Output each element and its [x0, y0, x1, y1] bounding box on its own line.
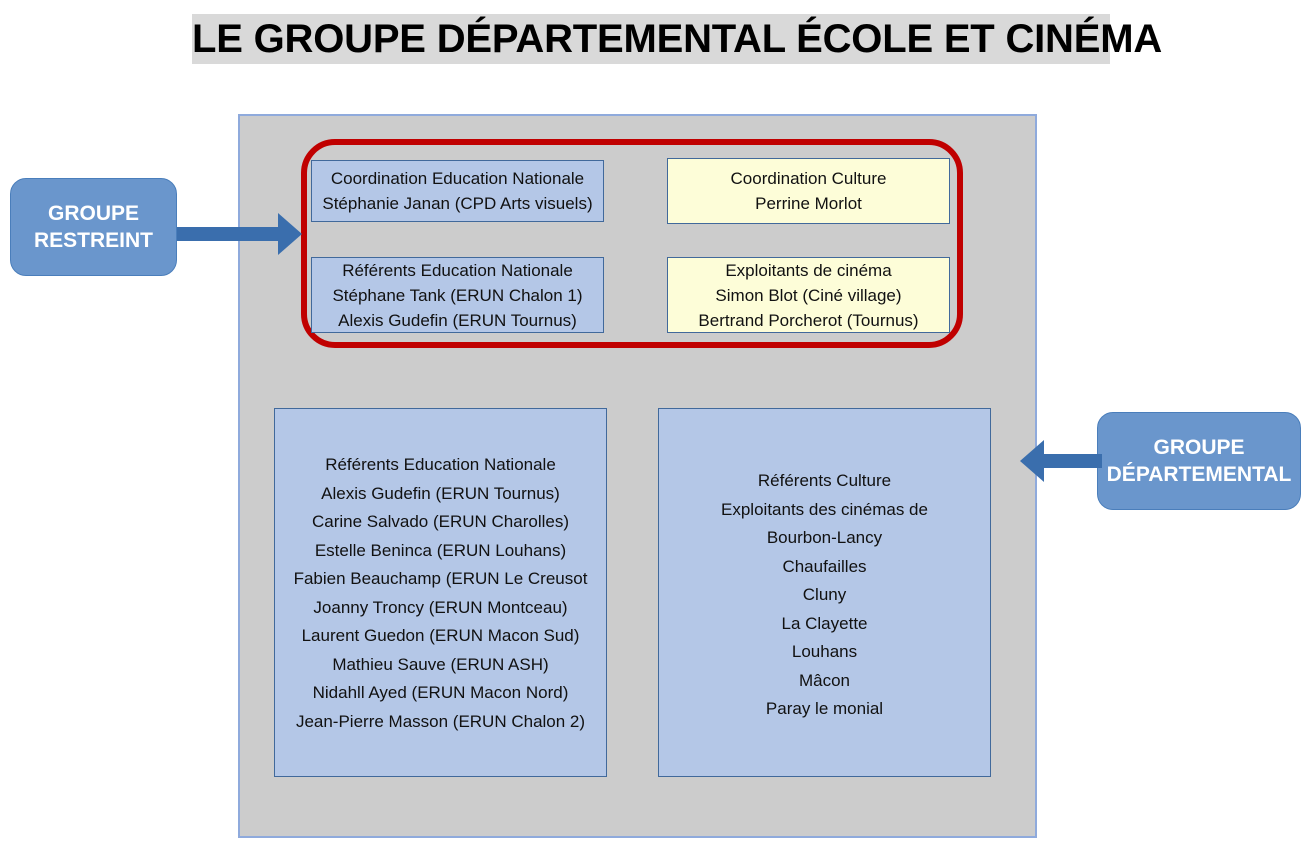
box-line: Alexis Gudefin (ERUN Tournus)	[338, 310, 577, 330]
box-line: Stéphanie Janan (CPD Arts visuels)	[322, 194, 593, 213]
list-item: Bourbon-Lancy	[766, 528, 883, 547]
callout-line: RESTREINT	[33, 229, 153, 252]
list-item: Estelle Beninca (ERUN Louhans)	[314, 540, 567, 560]
arrow-left-head-icon	[1020, 440, 1044, 482]
box-line: Perrine Morlot	[755, 194, 862, 213]
list-item: Alexis Gudefin (ERUN Tournus)	[321, 483, 560, 503]
list-item: Fabien Beauchamp (ERUN Le Creusot	[293, 569, 588, 588]
callout-groupe-departemental: GROUPE DÉPARTEMENTAL	[1097, 412, 1301, 510]
callout-line: GROUPE	[47, 202, 139, 225]
box-line: Référents Education Nationale	[342, 260, 573, 280]
arrow-right-head-icon	[278, 213, 302, 255]
box-line: Bertrand Porcherot (Tournus)	[698, 310, 919, 330]
box-line: Simon Blot (Ciné village)	[715, 285, 902, 305]
callout-groupe-restreint: GROUPE RESTREINT	[10, 178, 177, 276]
arrow-left-icon	[1042, 454, 1102, 468]
list-item: Cluny	[802, 585, 847, 604]
list-item: Référents Culture	[757, 471, 892, 490]
list-item: Référents Education Nationale	[325, 455, 556, 474]
list-item: Joanny Troncy (ERUN Montceau)	[313, 597, 568, 617]
box-coordination-culture: Coordination Culture Perrine Morlot	[667, 158, 950, 224]
page-title: LE GROUPE DÉPARTEMENTAL ÉCOLE ET CINÉMA	[192, 14, 1162, 64]
callout-line: GROUPE	[1153, 436, 1245, 459]
box-coordination-education-nationale: Coordination Education Nationale Stéphan…	[311, 160, 604, 222]
list-item: Exploitants des cinémas de	[721, 499, 928, 519]
box-line: Coordination Culture	[730, 169, 887, 188]
box-exploitants-de-cinema: Exploitants de cinéma Simon Blot (Ciné v…	[667, 257, 950, 333]
list-item: Paray le monial	[765, 699, 884, 718]
list-item: Mâcon	[798, 670, 851, 690]
box-line: Stéphane Tank (ERUN Chalon 1)	[332, 285, 583, 305]
arrow-right-icon	[177, 227, 284, 241]
box-referents-education-nationale-restreint: Référents Education Nationale Stéphane T…	[311, 257, 604, 333]
box-referents-culture: Référents Culture Exploitants des cinéma…	[658, 408, 991, 777]
list-item: Mathieu Sauve (ERUN ASH)	[332, 654, 549, 674]
box-line: Coordination Education Nationale	[330, 169, 585, 188]
box-line: Exploitants de cinéma	[725, 260, 892, 280]
list-item: Chaufailles	[782, 556, 867, 576]
list-item: Louhans	[791, 642, 858, 661]
callout-line: DÉPARTEMENTAL	[1106, 463, 1292, 486]
list-item: La Clayette	[781, 613, 868, 633]
list-item: Carine Salvado (ERUN Charolles)	[312, 512, 569, 531]
list-item: Nidahll Ayed (ERUN Macon Nord)	[312, 683, 569, 702]
list-item: Jean-Pierre Masson (ERUN Chalon 2)	[295, 711, 586, 731]
box-referents-education-nationale-departemental: Référents Education Nationale Alexis Gud…	[274, 408, 607, 777]
list-item: Laurent Guedon (ERUN Macon Sud)	[301, 626, 580, 645]
